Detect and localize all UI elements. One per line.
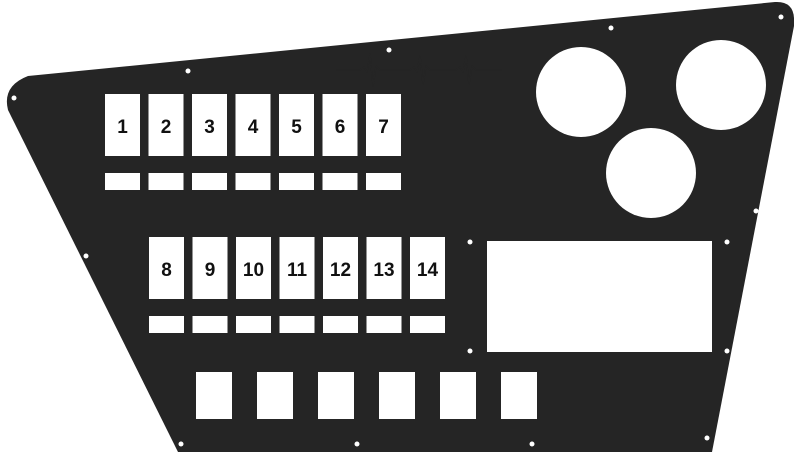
mounting-holes — [11, 14, 784, 447]
switch-number-4: 4 — [248, 117, 259, 138]
gauge-cutout-1 — [536, 47, 626, 137]
label-tab-cutout-5 — [279, 173, 314, 190]
heartbeat-ecg-line — [336, 53, 502, 87]
switch-number-12: 12 — [330, 260, 351, 281]
bottom-switch-cutout — [440, 372, 476, 419]
switch-cutout-12 — [323, 237, 358, 299]
switch-number-8: 8 — [161, 260, 172, 281]
switch-cutout-2 — [148, 94, 184, 156]
label-tab-cutout-13 — [366, 316, 402, 333]
switch-number-6: 6 — [335, 117, 346, 138]
mounting-hole — [178, 441, 184, 447]
mounting-hole — [724, 348, 730, 354]
bottom-switch-cutout — [379, 372, 415, 419]
switch-cutout-7 — [366, 94, 401, 156]
label-tab-cutout-6 — [322, 173, 358, 190]
label-tab-cutout-12 — [323, 316, 358, 333]
switch-cutout-1 — [105, 94, 140, 156]
label-tab-cutout-8 — [149, 316, 184, 333]
bottom-switch-row — [196, 372, 537, 419]
mounting-hole — [185, 68, 191, 74]
label-tab-cutout-3 — [192, 173, 227, 190]
switch-number-9: 9 — [205, 260, 216, 281]
mounting-hole — [354, 441, 360, 447]
gauge-cutout-3 — [606, 128, 696, 218]
switch-cutout-4 — [235, 94, 271, 156]
label-tab-cutout-4 — [235, 173, 271, 190]
switch-row-2: 8 9 10 11 12 13 14 — [149, 237, 445, 333]
switch-cutout-13 — [366, 237, 402, 299]
mounting-hole — [704, 435, 710, 441]
bottom-switch-cutout — [257, 372, 293, 419]
switch-number-14: 14 — [417, 260, 439, 281]
switch-row-1: 1 2 3 4 5 6 7 — [105, 94, 401, 190]
label-tab-cutout-9 — [192, 316, 228, 333]
switch-number-7: 7 — [378, 117, 389, 138]
switch-cutout-9 — [192, 237, 228, 299]
mounting-hole — [386, 47, 392, 53]
switch-cutout-10 — [236, 237, 271, 299]
switch-cutout-11 — [279, 237, 315, 299]
display-screen-cutout — [487, 241, 712, 352]
switch-number-1: 1 — [117, 117, 128, 138]
switch-number-2: 2 — [161, 117, 172, 138]
mounting-hole — [778, 14, 784, 20]
switch-number-3: 3 — [204, 117, 215, 138]
mounting-hole — [83, 253, 89, 259]
switch-number-10: 10 — [243, 260, 264, 281]
label-tab-cutout-7 — [366, 173, 401, 190]
switch-cutout-8 — [149, 237, 184, 299]
gauge-cutout-2 — [676, 40, 766, 130]
mounting-hole — [753, 208, 759, 214]
label-tab-cutout-1 — [105, 173, 140, 190]
switch-number-11: 11 — [287, 260, 308, 281]
switch-cutout-14 — [410, 237, 445, 299]
mounting-hole — [529, 441, 535, 447]
switch-cutout-6 — [322, 94, 358, 156]
mounting-hole — [724, 239, 730, 245]
mounting-hole — [11, 95, 17, 101]
label-tab-cutout-10 — [236, 316, 271, 333]
gauge-cutouts — [536, 40, 766, 218]
bottom-switch-cutout — [318, 372, 354, 419]
mounting-hole — [608, 25, 614, 31]
mounting-hole — [467, 348, 473, 354]
label-tab-cutout-11 — [279, 316, 315, 333]
label-tab-cutout-14 — [410, 316, 445, 333]
switch-number-5: 5 — [291, 117, 302, 138]
switch-cutout-5 — [279, 94, 314, 156]
switch-number-13: 13 — [373, 260, 394, 281]
label-tab-cutout-2 — [148, 173, 184, 190]
mounting-hole — [467, 239, 473, 245]
bottom-switch-cutout — [501, 372, 537, 419]
bottom-switch-cutout — [196, 372, 232, 419]
switch-cutout-3 — [192, 94, 227, 156]
